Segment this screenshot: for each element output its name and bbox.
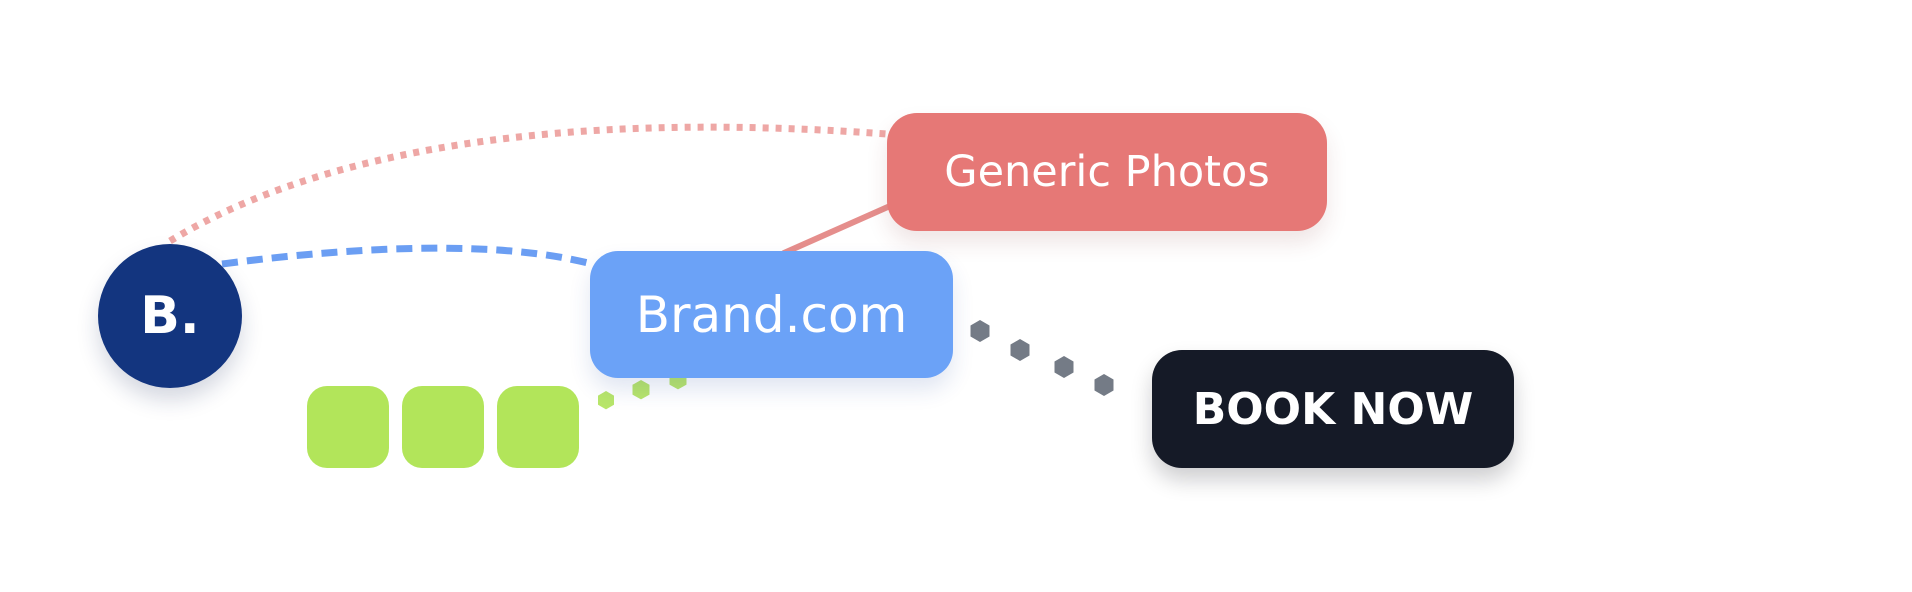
generic-photos-label: Generic Photos — [944, 147, 1270, 197]
generic-photos-node: Generic Photos — [887, 113, 1327, 231]
brand-logo: B. — [98, 244, 242, 388]
book-now-button[interactable]: BOOK NOW — [1152, 350, 1514, 468]
brand-com-node: Brand.com — [590, 251, 953, 378]
brand-com-label: Brand.com — [635, 285, 908, 344]
pink-solid-connector — [781, 203, 893, 256]
hexagon-dot-icon — [632, 380, 650, 400]
green-square — [307, 386, 389, 468]
gray-hexagon-trail — [970, 320, 1114, 396]
green-square — [402, 386, 484, 468]
blue-dashed-connector — [221, 244, 593, 268]
hexagon-dot-icon — [1054, 356, 1074, 378]
hexagon-dot-icon — [1094, 374, 1114, 396]
hexagon-dot-icon — [970, 320, 990, 342]
book-now-label: BOOK NOW — [1192, 383, 1474, 435]
hexagon-dot-icon — [598, 391, 614, 410]
pink-dotted-connector — [168, 123, 888, 244]
green-square — [497, 386, 579, 468]
brand-logo-label: B. — [140, 286, 200, 346]
hexagon-dot-icon — [1010, 339, 1030, 361]
